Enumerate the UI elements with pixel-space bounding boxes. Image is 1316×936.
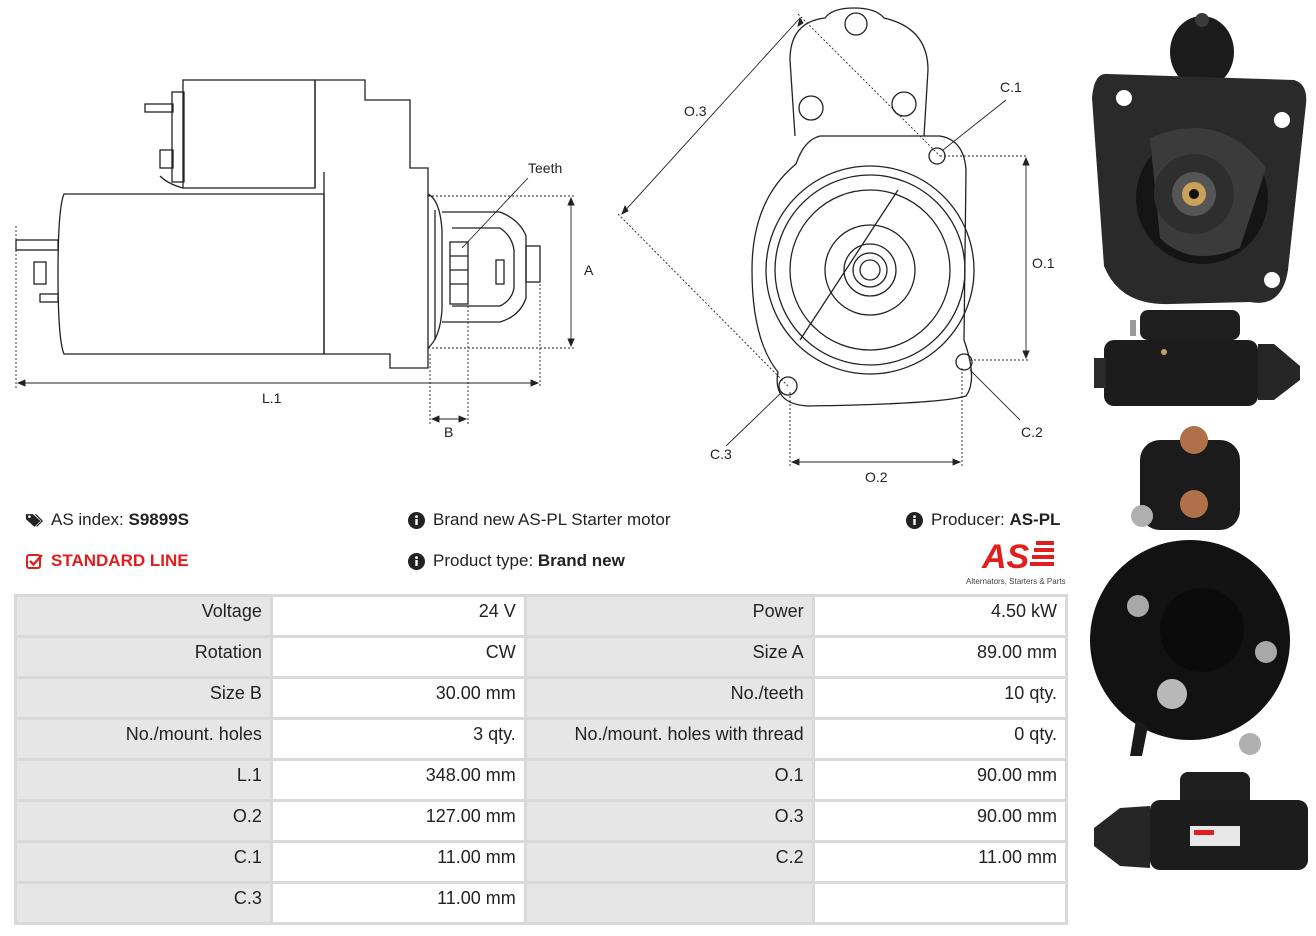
spec-value (814, 884, 1065, 922)
dim-o1-label: O.1 (1032, 255, 1055, 271)
spec-key (526, 884, 812, 922)
producer-row: Producer: AS-PL (906, 510, 1060, 530)
description-row: Brand new AS-PL Starter motor (408, 510, 670, 530)
spec-value: 24 V (272, 597, 524, 635)
tags-icon (26, 512, 43, 529)
as-index-label: AS index: (51, 510, 124, 529)
spec-value: CW (272, 638, 524, 676)
spec-value: 10 qty. (814, 679, 1065, 717)
teeth-label: Teeth (528, 160, 562, 176)
dim-o2-label: O.2 (865, 469, 888, 485)
spec-key: No./teeth (526, 679, 812, 717)
product-type-label: Product type: (433, 551, 534, 570)
dim-c3-label: C.3 (710, 446, 732, 462)
product-type-value: Brand new (537, 551, 625, 570)
spec-key: Size B (17, 679, 270, 717)
standard-line-row: STANDARD LINE (26, 551, 189, 571)
spec-value: 11.00 mm (272, 843, 524, 881)
dim-l1-label: L.1 (262, 390, 282, 406)
spec-key: C.2 (526, 843, 812, 881)
as-index-value: S9899S (128, 510, 190, 529)
spec-key: Size A (526, 638, 812, 676)
check-square-icon (26, 553, 43, 570)
info-icon (408, 552, 425, 570)
logo-tagline: Alternators, Starters & Parts (966, 577, 1066, 586)
spec-key: C.3 (17, 884, 270, 922)
product-photo-front[interactable] (1090, 8, 1310, 308)
spec-key: O.1 (526, 761, 812, 799)
spec-key: O.2 (17, 802, 270, 840)
description-text: Brand new AS-PL Starter motor (433, 510, 671, 529)
spec-value: 89.00 mm (814, 638, 1065, 676)
spec-value: 348.00 mm (272, 761, 524, 799)
spec-value: 4.50 kW (814, 597, 1065, 635)
spec-value: 3 qty. (272, 720, 524, 758)
dim-c1-label: C.1 (1000, 79, 1022, 95)
spec-key: C.1 (17, 843, 270, 881)
producer-label: Producer: (931, 510, 1005, 529)
spec-key: L.1 (17, 761, 270, 799)
standard-line-label: STANDARD LINE (51, 551, 189, 570)
spec-key: Rotation (17, 638, 270, 676)
svg-text:AS: AS (981, 538, 1030, 572)
spec-value: 30.00 mm (272, 679, 524, 717)
dim-o3-label: O.3 (684, 103, 707, 119)
dim-a-label: A (584, 262, 594, 278)
spec-key: Power (526, 597, 812, 635)
spec-key: No./mount. holes with thread (526, 720, 812, 758)
product-type-row: Product type: Brand new (408, 551, 625, 571)
info-icon (906, 511, 923, 529)
side-view-drawing: Teeth A L.1 B (15, 79, 594, 440)
product-photo-side[interactable] (1090, 300, 1310, 420)
product-photo-rear[interactable] (1090, 420, 1310, 760)
spec-key: Voltage (17, 597, 270, 635)
dim-c2-label: C.2 (1021, 424, 1043, 440)
producer-value: AS-PL (1009, 510, 1061, 529)
spec-value: 90.00 mm (814, 802, 1065, 840)
spec-key: No./mount. holes (17, 720, 270, 758)
spec-value: 90.00 mm (814, 761, 1065, 799)
spec-value: 127.00 mm (272, 802, 524, 840)
spec-value: 11.00 mm (814, 843, 1065, 881)
dim-b-label: B (444, 424, 453, 440)
spec-value: 0 qty. (814, 720, 1065, 758)
info-icon (408, 511, 425, 529)
spec-key: O.3 (526, 802, 812, 840)
front-view-drawing: O.3 C.1 O.1 C.2 C.3 O.2 (617, 7, 1055, 485)
as-index-row: AS index: S9899S (26, 510, 189, 530)
spec-value: 11.00 mm (272, 884, 524, 922)
as-pl-logo: AS Alternators, Starters & Parts (962, 538, 1070, 586)
product-photo-side-label[interactable] (1090, 766, 1310, 886)
